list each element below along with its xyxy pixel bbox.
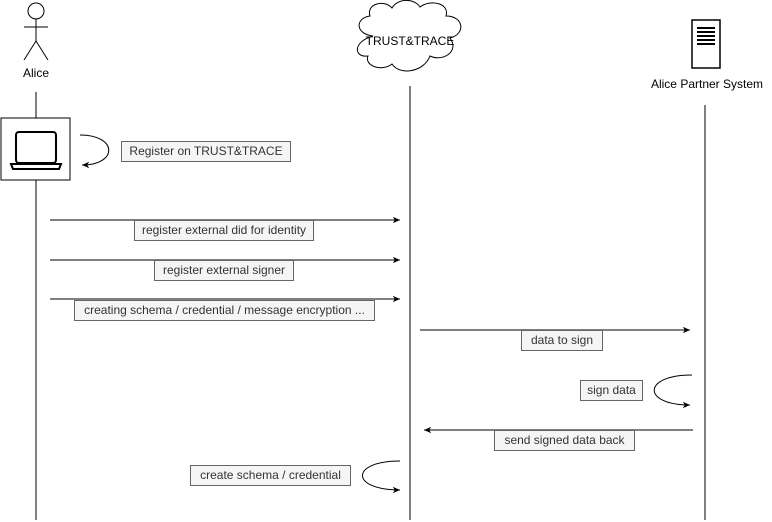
message-label-register-did: register external did for identity bbox=[134, 220, 314, 241]
message-label-creating-schema: creating schema / credential / message e… bbox=[74, 300, 375, 321]
participant-partner-label: Alice Partner System bbox=[650, 77, 764, 91]
laptop-icon bbox=[0, 117, 71, 181]
participant-trust-trace-label: TRUST&TRACE bbox=[365, 34, 455, 48]
server-icon bbox=[691, 19, 721, 69]
message-label-register-signer: register external signer bbox=[154, 260, 294, 281]
cloud-icon bbox=[356, 0, 462, 72]
self-arrow-alice bbox=[79, 134, 110, 169]
self-arrow-trust-trace bbox=[362, 460, 401, 494]
stick-figure-icon bbox=[23, 2, 49, 61]
participant-alice-label: Alice bbox=[22, 66, 49, 80]
message-label-send-signed-back: send signed data back bbox=[494, 430, 635, 451]
message-label-data-to-sign: data to sign bbox=[521, 330, 603, 351]
message-label-sign-data: sign data bbox=[580, 380, 643, 401]
message-label-create-schema: create schema / credential bbox=[190, 465, 351, 486]
message-label-register-self: Register on TRUST&TRACE bbox=[121, 141, 291, 162]
self-arrow-partner bbox=[653, 374, 693, 409]
